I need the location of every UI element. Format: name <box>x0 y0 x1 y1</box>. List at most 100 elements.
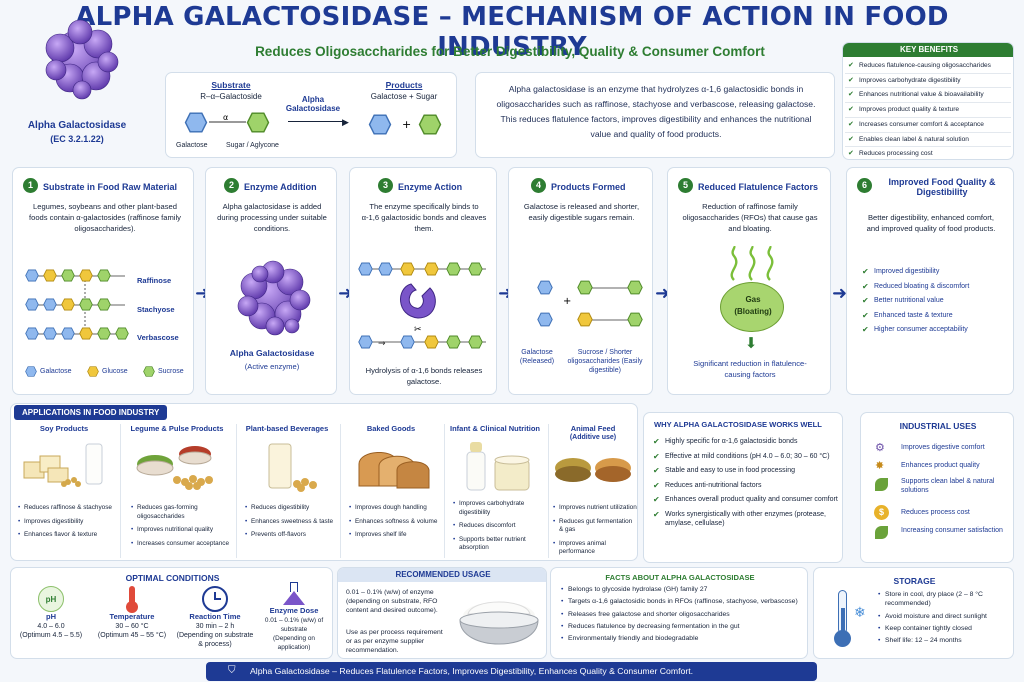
enzyme-label: Alpha Galactosidase <box>229 348 315 358</box>
page-subtitle: Reduces Oligosaccharides for Better Dige… <box>255 44 765 59</box>
condition-enzyme-dose: Enzyme Dose 0.01 – 0.1% (w/w) of substra… <box>257 582 331 652</box>
condition-note: (Optimum 45 – 55 °C) <box>97 632 167 639</box>
shield-icon: ⛉ <box>228 665 236 676</box>
why-item: Stable and easy to use in food processin… <box>652 466 838 476</box>
condition-label: Enzyme Dose <box>269 606 319 615</box>
app-item: Improves nutrient utilization <box>553 504 637 513</box>
facts-list: Belongs to glycoside hydrolase (GH) fami… <box>561 585 805 646</box>
app-item: Enhances softness & volume <box>349 518 441 527</box>
industrial-item: Improves digestive comfort <box>901 444 985 451</box>
condition-value: 0.01 – 0.1% (w/w) of substrate <box>264 617 324 633</box>
leaf-icon <box>875 478 888 491</box>
footer-text: Alpha Galactosidase – Reduces Flatulence… <box>250 666 694 676</box>
condition-label: pH <box>46 612 56 621</box>
key-benefit-item: Reduces processing cost <box>845 147 1011 159</box>
enzyme-molecule-icon <box>237 260 311 336</box>
app-soy-products: Soy Products Reduces raffinose & stachyo… <box>12 424 116 558</box>
condition-note: (Depending on application) <box>273 635 315 651</box>
gear-icon: ⚙ <box>875 442 885 454</box>
gas-label: Gas <box>745 295 761 304</box>
enzyme-sublabel: (Active enzyme) <box>244 362 300 371</box>
step-number: 4 <box>531 178 546 194</box>
why-card: WHY ALPHA GALACTOSIDASE WORKS WELL Highl… <box>643 412 843 563</box>
ph-icon: pH <box>38 586 64 612</box>
infant-formula-icon <box>466 442 530 491</box>
step-title: Products Formed <box>551 182 626 192</box>
usage-dose-text: 0.01 – 0.1% (w/w) of enzyme (depending o… <box>346 589 438 614</box>
award-icon: ✸ <box>875 460 885 472</box>
sucrose-label: Sucrose / Shorter oligosaccharides (Easi… <box>567 349 643 374</box>
thermometer-icon <box>119 586 145 613</box>
page-title: ALPHA GALACTOSIDASE – MECHANISM OF ACTIO… <box>75 2 949 62</box>
app-item: Enhances sweetness & taste <box>245 518 337 527</box>
why-item: Reduces anti-nutritional factors <box>652 481 838 491</box>
condition-value: 30 – 60 °C <box>115 623 149 630</box>
intro-text: Alpha galactosidase is an enzyme that hy… <box>496 84 816 139</box>
footer-banner: ⛉ Alpha Galactosidase – Reduces Flatulen… <box>206 662 817 681</box>
condition-label: Reaction Time <box>189 612 241 621</box>
sugar-legend: Galactose Glucose Sucrose <box>25 366 190 378</box>
why-item: Effective at mild conditions (pH 4.0 – 6… <box>652 452 838 462</box>
enzyme-action-icon: ✂ → <box>358 262 486 349</box>
feed-bowls-icon <box>555 458 631 482</box>
step-number: 1 <box>23 178 38 194</box>
legend-galactose: Galactose <box>40 368 72 375</box>
app-list: Reduces digestibility Enhances sweetness… <box>245 504 337 545</box>
app-infant-nutrition: Infant & Clinical Nutrition Improves car… <box>444 424 544 558</box>
sucrose-legend-icon <box>143 366 155 377</box>
sugar-raffinose: Raffinose <box>137 276 172 285</box>
step-title: Reduced Flatulence Factors <box>698 182 819 192</box>
fact-item: Targets α-1,6 galactosidic bonds in RFOs… <box>561 597 805 607</box>
storage-item: Keep container tightly closed <box>878 624 1012 634</box>
step-desc: Legumes, soybeans and other plant-based … <box>29 202 181 233</box>
gas-cloud: Gas (Bloating) <box>720 282 784 332</box>
svg-text:α: α <box>223 113 228 122</box>
app-item: Improves dough handling <box>349 504 441 513</box>
quality-checklist: Improved digestibility Reduced bloating … <box>861 267 1011 340</box>
thermometer-icon <box>832 590 854 650</box>
app-item: Reduces discomfort <box>453 522 545 531</box>
key-benefit-item: Increases consumer comfort & acceptance <box>845 118 1011 133</box>
app-item: Reduces gas-forming oligosaccharides <box>131 504 231 521</box>
tofu-milk-icon <box>23 443 103 487</box>
glucose-legend-icon <box>87 366 99 377</box>
fact-item: Belongs to glycoside hydrolase (GH) fami… <box>561 585 805 595</box>
app-plant-beverages: Plant-based Beverages Reduces digestibil… <box>236 424 336 558</box>
optimal-card: OPTIMAL CONDITIONS pH pH 4.0 – 6.0 (Opti… <box>10 567 333 659</box>
app-legume-products: Legume & Pulse Products Reduces gas-form… <box>120 424 232 558</box>
label-galactose: Galactose <box>176 142 208 149</box>
industrial-title: INDUSTRIAL USES <box>899 421 977 431</box>
condition-value: 4.0 – 6.0 <box>37 623 65 630</box>
step-desc: The enzyme specifically binds to α-1,6 g… <box>361 202 487 233</box>
leaf-icon <box>875 526 888 539</box>
industrial-card: INDUSTRIAL USES ⚙ Improves digestive com… <box>860 412 1014 563</box>
flask-icon <box>281 582 307 606</box>
step-desc: Galactose is released and shorter, easil… <box>523 202 640 222</box>
sugar-verbascose: Verbascose <box>137 333 179 342</box>
app-item: Prevents off-flavors <box>245 531 337 540</box>
key-benefit-item: Improves carbohydrate digestibility <box>845 74 1011 89</box>
app-item: Reduces raffinose & stachyose <box>18 504 116 513</box>
fact-item: Reduces flatulence by decreasing ferment… <box>561 622 805 632</box>
app-subtitle: (Additive use) <box>569 434 617 441</box>
bread-loaf-icon <box>358 451 430 489</box>
step-number: 5 <box>678 178 693 194</box>
svg-text:→: → <box>378 339 386 349</box>
reaction-arrow <box>288 121 346 123</box>
optimal-title: OPTIMAL CONDITIONS <box>125 573 220 583</box>
facts-title: FACTS ABOUT ALPHA GALACTOSIDASE <box>605 573 755 582</box>
applications-title: APPLICATIONS IN FOOD INDUSTRY <box>14 405 168 420</box>
app-title: Soy Products <box>39 424 89 433</box>
check-item: Higher consumer acceptability <box>861 325 1011 335</box>
storage-item: Shelf life: 12 – 24 months <box>878 636 1012 646</box>
key-benefits-list: Reduces flatulence-causing oligosacchari… <box>845 59 1011 159</box>
check-item: Reduced bloating & discomfort <box>861 282 1011 292</box>
app-title: Legume & Pulse Products <box>130 424 224 433</box>
snowflake-icon: ❄ <box>854 604 866 620</box>
app-item: Improves animal performance <box>553 540 637 557</box>
fact-item: Releases free galactose and shorter olig… <box>561 610 805 620</box>
products-hexagons-icon: + <box>368 114 442 135</box>
